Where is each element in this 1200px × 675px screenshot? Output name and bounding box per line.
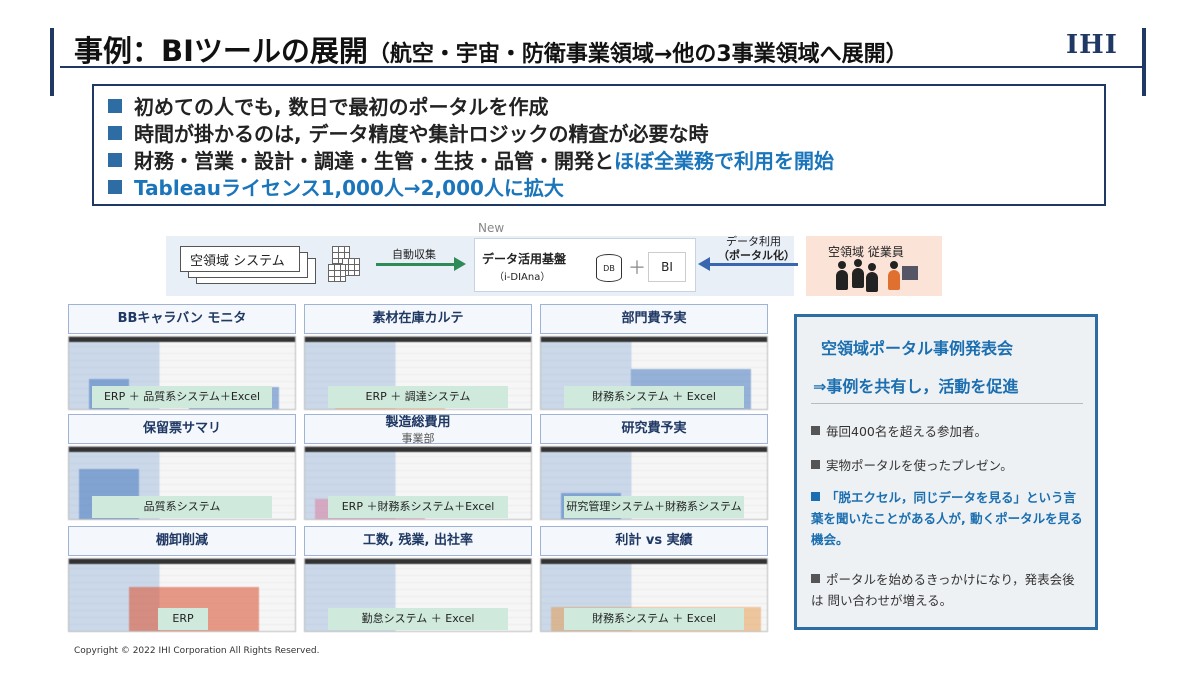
card-source-tag: ERP ＋財務系システム＋Excel (328, 496, 508, 518)
copyright: Copyright © 2022 IHI Corporation All Rig… (74, 646, 320, 656)
card-source-tag: 品質系システム (92, 496, 272, 518)
title-right-bar (1142, 28, 1146, 96)
bullet-square-icon (108, 98, 122, 113)
bullet-item: Tableauライセンス1,000人→2,000人に拡大 (108, 173, 1090, 200)
card-title: 棚卸削減 (68, 526, 296, 556)
panel-item-text: 毎回400名を超える参加者。 (826, 424, 987, 439)
card-source-tag: 研究管理システム＋財務系システム (564, 496, 744, 518)
panel-item-text: 「脱エクセル，同じデータを見る」という言葉を聞いたことがある人が, 動くポータル… (811, 490, 1083, 547)
portal-card[interactable]: 保留票サマリ 品質系システム (68, 414, 296, 522)
portal-card[interactable]: 部門費予実 財務系システム ＋ Excel (540, 304, 768, 412)
square-bullet-icon (811, 574, 820, 583)
card-source-tag: ERP ＋ 品質系システム＋Excel (92, 386, 272, 408)
card-title: 工数, 残業, 出社率 (304, 526, 532, 556)
new-label: New (478, 221, 505, 235)
arrow-right-icon (376, 257, 466, 271)
bullet-highlight: Tableauライセンス1,000人→2,000人に拡大 (134, 176, 564, 200)
square-bullet-icon (811, 426, 820, 435)
bullet-item: 財務・営業・設計・調達・生管・生技・品管・開発とほぼ全業務で利用を開始 (108, 146, 1090, 173)
panel-item: ポータルを始めるきっかけになり，発表会後は 問い合わせが増える。 (811, 569, 1085, 611)
bullet-square-icon (108, 152, 122, 167)
title-sub: （航空・宇宙・防衛事業領域→他の3事業領域へ展開） (367, 42, 908, 67)
title-main: 事例：BIツールの展開 (74, 34, 368, 68)
square-bullet-icon (811, 492, 820, 501)
panel-divider (811, 403, 1083, 404)
panel-item-text: 実物ポータルを使ったプレゼン。 (826, 458, 1013, 473)
title-left-bar (50, 28, 54, 96)
title-underline (60, 66, 1142, 68)
event-panel: 空領域ポータル事例発表会 ⇒事例を共有し，活動を促進 毎回400名を超える参加者… (794, 314, 1098, 630)
bullet-item: 初めての人でも, 数日で最初のポータルを作成 (108, 92, 1090, 119)
portal-card[interactable]: BBキャラバン モニタ ERP ＋ 品質系システム＋Excel (68, 304, 296, 412)
data-use-label: データ利用 (726, 235, 781, 248)
ihi-logo: IHI (1066, 30, 1118, 60)
bullet-square-icon (108, 179, 122, 194)
bullet-text: 時間が掛かるのは, データ精度や集計ロジックの精査が必要な時 (134, 122, 709, 146)
portal-card[interactable]: 棚卸削減 ERP (68, 526, 296, 634)
summary-box: 初めての人でも, 数日で最初のポータルを作成 時間が掛かるのは, データ精度や集… (92, 84, 1106, 206)
panel-item-text: ポータルを始めるきっかけになり，発表会後は 問い合わせが増える。 (811, 572, 1075, 608)
arrow-left-icon (698, 257, 798, 271)
platform-subtitle: （i-DIAna） (494, 272, 551, 283)
panel-subtitle: ⇒事例を共有し，活動を促進 (813, 377, 1019, 396)
plus-icon: ＋ (628, 258, 646, 279)
bullet-highlight: ほぼ全業務で利用を開始 (614, 149, 834, 173)
panel-item: 「脱エクセル，同じデータを見る」という言葉を聞いたことがある人が, 動くポータル… (811, 487, 1085, 550)
card-source-tag: ERP ＋ 調達システム (328, 386, 508, 408)
source-system-label: 空領域 システム (190, 254, 285, 269)
card-title: 保留票サマリ (68, 414, 296, 444)
card-title: 研究費予実 (540, 414, 768, 444)
panel-item: 毎回400名を超える参加者。 (811, 421, 1085, 442)
employees-label: 空領域 従業員 (828, 245, 904, 259)
portal-card[interactable]: 研究費予実 研究管理システム＋財務系システム (540, 414, 768, 522)
portal-label: （ポータル化） (718, 249, 795, 262)
card-source-tag: 勤怠システム ＋ Excel (328, 608, 508, 630)
card-source-tag: 財務系システム ＋ Excel (564, 386, 744, 408)
bullet-text: 初めての人でも, 数日で最初のポータルを作成 (134, 95, 549, 119)
platform-title: データ活用基盤 (482, 252, 567, 266)
panel-item: 実物ポータルを使ったプレゼン。 (811, 455, 1085, 476)
portal-card[interactable]: 工数, 残業, 出社率 勤怠システム ＋ Excel (304, 526, 532, 634)
bullet-item: 時間が掛かるのは, データ精度や集計ロジックの精査が必要な時 (108, 119, 1090, 146)
card-title: 素材在庫カルテ (304, 304, 532, 334)
bullet-square-icon (108, 125, 122, 140)
card-source-tag: ERP (158, 608, 208, 630)
collect-label: 自動収集 (392, 248, 436, 261)
portal-card[interactable]: 素材在庫カルテ ERP ＋ 調達システム (304, 304, 532, 412)
card-title: 製造総費用 (304, 414, 532, 444)
card-title: 利計 vs 実績 (540, 526, 768, 556)
card-subtitle: 事業部 (401, 432, 435, 445)
bi-box: BI (648, 252, 686, 282)
square-bullet-icon (811, 460, 820, 469)
card-title: 部門費予実 (540, 304, 768, 334)
page-title: 事例：BIツールの展開（航空・宇宙・防衛事業領域→他の3事業領域へ展開） (74, 28, 908, 70)
card-source-tag: 財務系システム ＋ Excel (564, 608, 744, 630)
database-icon: DB (596, 254, 622, 282)
portal-card[interactable]: 製造総費用 事業部 ERP ＋財務系システム＋Excel (304, 414, 532, 522)
portal-card[interactable]: 利計 vs 実績 財務系システム ＋ Excel (540, 526, 768, 634)
bullet-text: 財務・営業・設計・調達・生管・生技・品管・開発と (134, 149, 614, 173)
panel-title: 空領域ポータル事例発表会 (821, 339, 1014, 358)
card-title: BBキャラバン モニタ (68, 304, 296, 334)
monitor-icon (902, 266, 918, 280)
